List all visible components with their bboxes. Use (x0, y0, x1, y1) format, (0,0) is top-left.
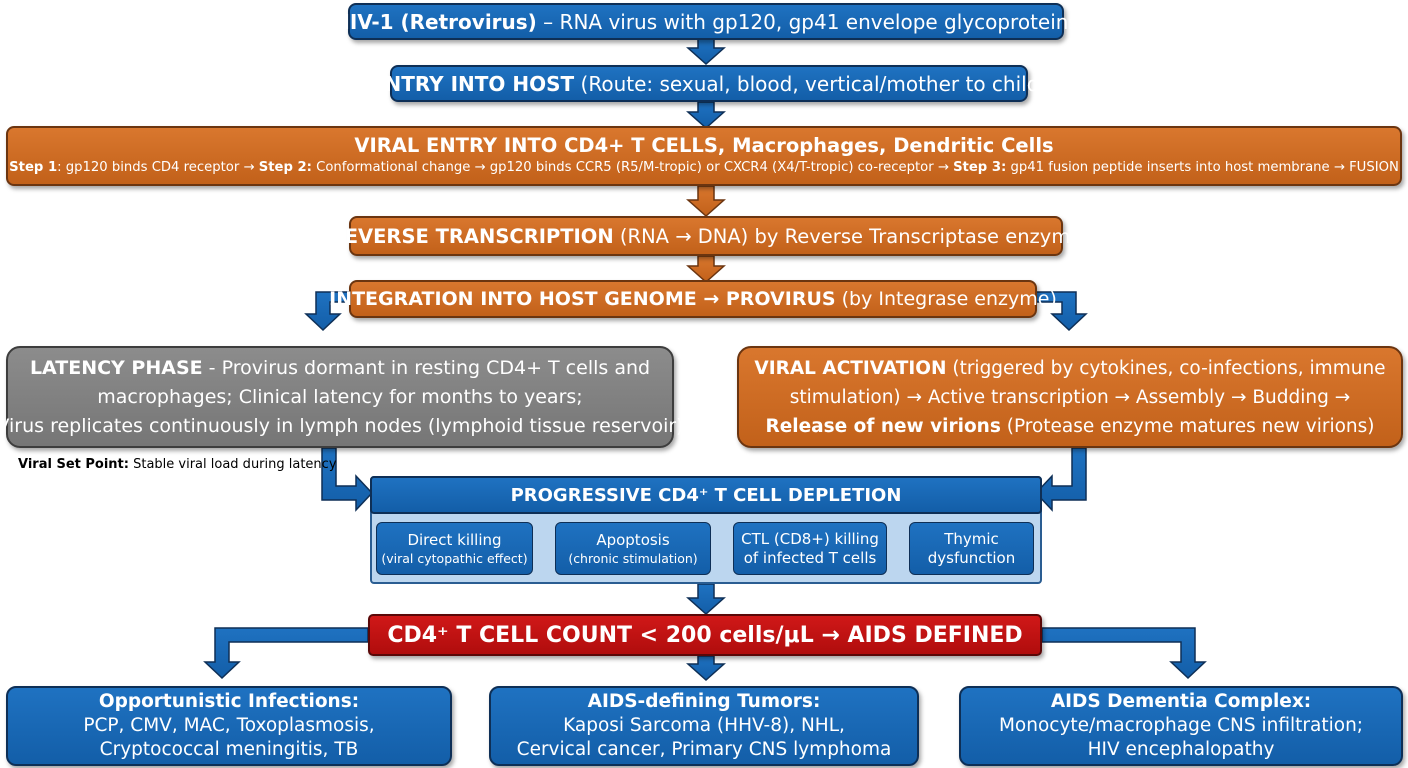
arrow-activation-to-depletion (1034, 447, 1087, 512)
aids-tumors-box: AIDS-defining Tumors: Kaposi Sarcoma (HH… (489, 686, 919, 766)
reverse-transcription-desc: (RNA → DNA) by Reverse Transcriptase enz… (613, 224, 1083, 248)
dementia-line2: HIV encephalopathy (1087, 739, 1275, 760)
infections-title: Opportunistic Infections: (98, 691, 360, 712)
hiv-description: – RNA virus with gp120, gp41 envelope gl… (536, 9, 1079, 34)
viral-entry-box: VIRAL ENTRY INTO CD4+ T CELLS, Macrophag… (6, 126, 1402, 186)
opportunistic-infections-box: Opportunistic Infections: PCP, CMV, MAC,… (6, 686, 452, 766)
aids-dementia-box: AIDS Dementia Complex: Monocyte/macropha… (959, 686, 1403, 766)
arrow-aids-to-dementia (1041, 627, 1207, 680)
step2-label: Step 2: (258, 160, 312, 175)
latency-title: LATENCY PHASE (29, 356, 203, 379)
mechanism-direct-killing: Direct killing (viral cytopathic effect) (376, 522, 533, 575)
arrow-viral-entry-to-rt (686, 185, 726, 218)
arrow-hiv-to-entry (686, 37, 726, 66)
hiv-box: HIV-1 (Retrovirus) – RNA virus with gp12… (333, 3, 1079, 40)
integration-box: INTEGRATION INTO HOST GENOME → PROVIRUS … (329, 280, 1057, 318)
arrow-latency-to-depletion (321, 447, 374, 512)
hiv-title: HIV-1 (Retrovirus) (333, 9, 537, 34)
step1-text: : gp120 binds CD4 receptor → (57, 160, 259, 175)
activation-release: Release of new virions (765, 415, 1001, 437)
integration-title: INTEGRATION INTO HOST GENOME → PROVIRUS (329, 288, 836, 310)
step3-text: gp41 fusion peptide inserts into host me… (1006, 160, 1399, 175)
step1-label: Step 1 (9, 160, 58, 175)
aids-defined-title: CD4⁺ T CELL COUNT < 200 cells/μL → AIDS … (387, 622, 1023, 648)
activation-line1: (triggered by cytokines, co-infections, … (946, 357, 1386, 379)
step3-label: Step 3: (953, 160, 1007, 175)
latency-box: LATENCY PHASE - Provirus dormant in rest… (0, 346, 684, 448)
infections-line1: PCP, CMV, MAC, Toxoplasmosis, (83, 715, 375, 736)
tumors-line2: Cervical cancer, Primary CNS lymphoma (516, 739, 892, 760)
viral-activation-box: VIRAL ACTIVATION (triggered by cytokines… (737, 346, 1403, 448)
reverse-transcription-box: REVERSE TRANSCRIPTION (RNA → DNA) by Rev… (330, 216, 1082, 256)
latency-line2: macrophages; Clinical latency for months… (97, 385, 583, 408)
integration-desc: (by Integrase enzyme) (835, 288, 1057, 310)
depletion-title: PROGRESSIVE CD4⁺ T CELL DEPLETION (510, 484, 902, 506)
mechanism-apoptosis: Apoptosis (chronic stimulation) (555, 522, 711, 575)
latency-line1: - Provirus dormant in resting CD4+ T cel… (202, 356, 651, 379)
entry-box: ENTRY INTO HOST (Route: sexual, blood, v… (371, 65, 1047, 102)
dementia-line1: Monocyte/macrophage CNS infiltration; (998, 715, 1364, 736)
arrow-depletion-to-aids (686, 583, 726, 616)
depletion-title-bar: PROGRESSIVE CD4⁺ T CELL DEPLETION (370, 476, 1042, 514)
mechanism-thymic-dysfunction: Thymic dysfunction (909, 522, 1034, 575)
arrow-rt-to-integration (686, 255, 726, 284)
tumors-title: AIDS-defining Tumors: (587, 691, 821, 712)
entry-routes: (Route: sexual, blood, vertical/mother t… (574, 71, 1048, 96)
arrow-integration-to-latency (304, 291, 351, 332)
arrow-entry-to-viral-entry (686, 101, 726, 130)
activation-title: VIRAL ACTIVATION (754, 357, 947, 379)
viral-set-point-note: Viral Set Point: Stable viral load durin… (18, 457, 337, 472)
mechanism-ctl-killing: CTL (CD8+) killing of infected T cells (733, 522, 887, 575)
arrow-aids-to-infections (203, 627, 369, 680)
activation-line3: (Protease enzyme matures new virions) (1000, 415, 1375, 437)
dementia-title: AIDS Dementia Complex: (1050, 691, 1312, 712)
viral-entry-steps: Step 1: gp120 binds CD4 receptor → Step … (9, 158, 1399, 178)
aids-defined-box: CD4⁺ T CELL COUNT < 200 cells/μL → AIDS … (368, 614, 1042, 656)
viral-entry-title: VIRAL ENTRY INTO CD4+ T CELLS, Macrophag… (354, 134, 1054, 157)
reverse-transcription-title: REVERSE TRANSCRIPTION (329, 224, 614, 248)
step2-text: Conformational change → gp120 binds CCR5… (311, 160, 954, 175)
viral-set-point-label: Viral Set Point: (18, 457, 129, 472)
entry-title: ENTRY INTO HOST (370, 71, 575, 96)
arrow-integration-to-activation (1035, 291, 1088, 332)
activation-line2: stimulation) → Active transcription → As… (789, 386, 1351, 408)
viral-set-point-text: Stable viral load during latency (128, 457, 337, 472)
latency-line3: Virus replicates continuously in lymph n… (0, 414, 684, 437)
arrow-aids-to-tumors (686, 655, 726, 682)
tumors-line1: Kaposi Sarcoma (HHV-8), NHL, (563, 715, 845, 736)
infections-line2: Cryptococcal meningitis, TB (99, 739, 359, 760)
